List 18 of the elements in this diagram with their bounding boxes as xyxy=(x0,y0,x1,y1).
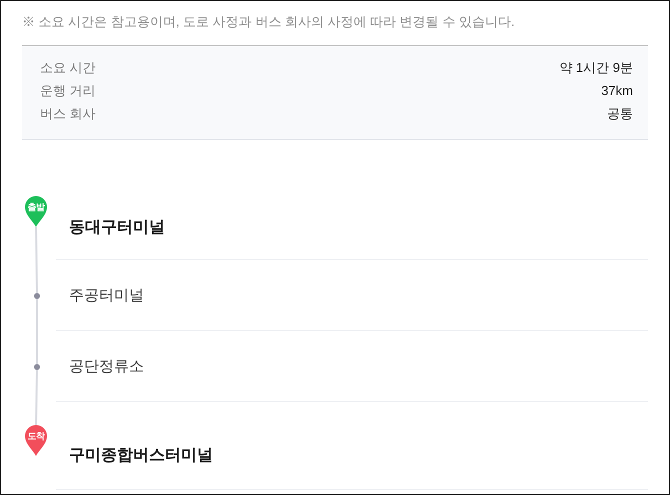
stop-name: 동대구터미널 xyxy=(69,218,165,238)
route-line xyxy=(36,299,38,364)
route-line xyxy=(35,370,38,426)
route-line xyxy=(35,226,38,294)
stop-dot xyxy=(34,293,40,299)
stop-name: 구미종합버스터미널 xyxy=(69,446,213,466)
summary-label: 소요 시간 xyxy=(40,59,96,77)
summary-value: 약 1시간 9분 xyxy=(559,59,633,77)
summary-value: 37km xyxy=(601,82,633,100)
summary-value: 공통 xyxy=(607,105,633,123)
stop-dot xyxy=(34,364,40,370)
stop-name: 주공터미널 xyxy=(69,286,144,306)
stop-name: 공단정류소 xyxy=(69,357,144,377)
end-pin: 도착 xyxy=(25,425,47,456)
start-pin: 출발 xyxy=(25,196,47,227)
summary-label: 버스 회사 xyxy=(40,105,96,123)
summary-label: 운행 거리 xyxy=(40,82,96,100)
note-text: ※ 소요 시간은 참고용이며, 도로 사정과 버스 회사의 사정에 따라 변경될 수 있습니다. xyxy=(22,13,515,31)
